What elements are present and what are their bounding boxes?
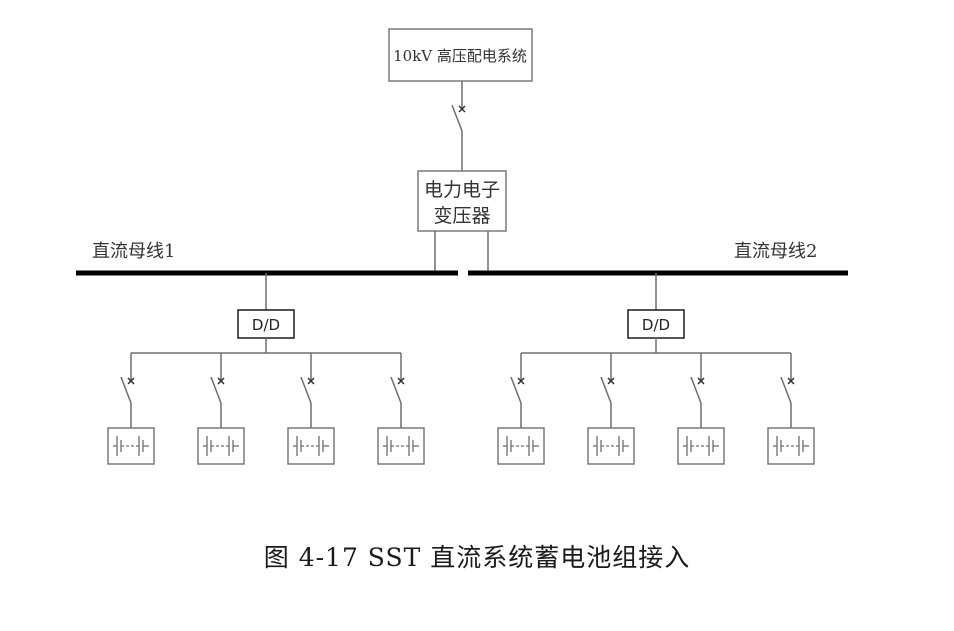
switch-blade xyxy=(451,104,463,132)
breaker-switch-icon xyxy=(510,353,525,428)
switch-x-mark xyxy=(307,377,315,385)
switch-x-mark xyxy=(607,377,615,385)
hv-distribution-system-box: 10kV 高压配电系统 xyxy=(388,28,533,82)
switch-blade xyxy=(600,376,612,404)
breaker-switch-icon xyxy=(690,353,705,428)
battery-icon xyxy=(587,427,635,465)
battery-icon xyxy=(767,427,815,465)
breaker-switch-icon xyxy=(210,353,225,428)
power-electronic-transformer-box: 电力电子 变压器 xyxy=(417,170,507,232)
main-breaker-switch-icon xyxy=(451,81,466,171)
switch-x-mark xyxy=(397,377,405,385)
breaker-switch-icon xyxy=(451,81,466,171)
transformer-label-line2: 变压器 xyxy=(433,205,490,227)
breaker-switch-icon xyxy=(600,353,615,428)
switch-x-mark xyxy=(787,377,795,385)
bus-2-branch: D/D xyxy=(497,273,815,465)
switch-blade xyxy=(690,376,702,404)
figure-caption: 图 4-17 SST 直流系统蓄电池组接入 xyxy=(263,543,691,572)
breaker-switch-icon xyxy=(120,353,135,428)
switch-blade xyxy=(300,376,312,404)
battery-icon xyxy=(497,427,545,465)
switch-blade xyxy=(120,376,132,404)
battery-branch xyxy=(677,353,725,465)
switch-x-mark xyxy=(697,377,705,385)
breaker-switch-icon xyxy=(780,353,795,428)
battery-branch xyxy=(587,353,635,465)
hv-distribution-system-label: 10kV 高压配电系统 xyxy=(393,47,527,65)
switch-x-mark xyxy=(517,377,525,385)
dd-converter-box xyxy=(627,309,685,339)
breaker-switch-icon xyxy=(300,353,315,428)
switch-blade xyxy=(780,376,792,404)
battery-branch xyxy=(497,353,545,465)
dd-converter-label: D/D xyxy=(252,316,280,334)
battery-branch xyxy=(107,353,155,465)
battery-icon xyxy=(377,427,425,465)
dc-bus-1-label: 直流母线1 xyxy=(92,241,175,262)
battery-icon xyxy=(107,427,155,465)
switch-x-mark xyxy=(127,377,135,385)
bus-1-branch: D/D xyxy=(107,273,425,465)
battery-icon xyxy=(677,427,725,465)
switch-x-mark xyxy=(458,105,466,113)
switch-blade xyxy=(210,376,222,404)
battery-branch xyxy=(377,353,425,465)
dc-bus-2-label: 直流母线2 xyxy=(734,241,817,262)
battery-icon xyxy=(287,427,335,465)
battery-branch xyxy=(197,353,245,465)
dd-converter-label: D/D xyxy=(642,316,670,334)
switch-x-mark xyxy=(217,377,225,385)
transformer-label-line1: 电力电子 xyxy=(424,179,500,201)
breaker-switch-icon xyxy=(390,353,405,428)
battery-branch xyxy=(767,353,815,465)
battery-icon xyxy=(197,427,245,465)
battery-branch xyxy=(287,353,335,465)
switch-blade xyxy=(390,376,402,404)
switch-blade xyxy=(510,376,522,404)
